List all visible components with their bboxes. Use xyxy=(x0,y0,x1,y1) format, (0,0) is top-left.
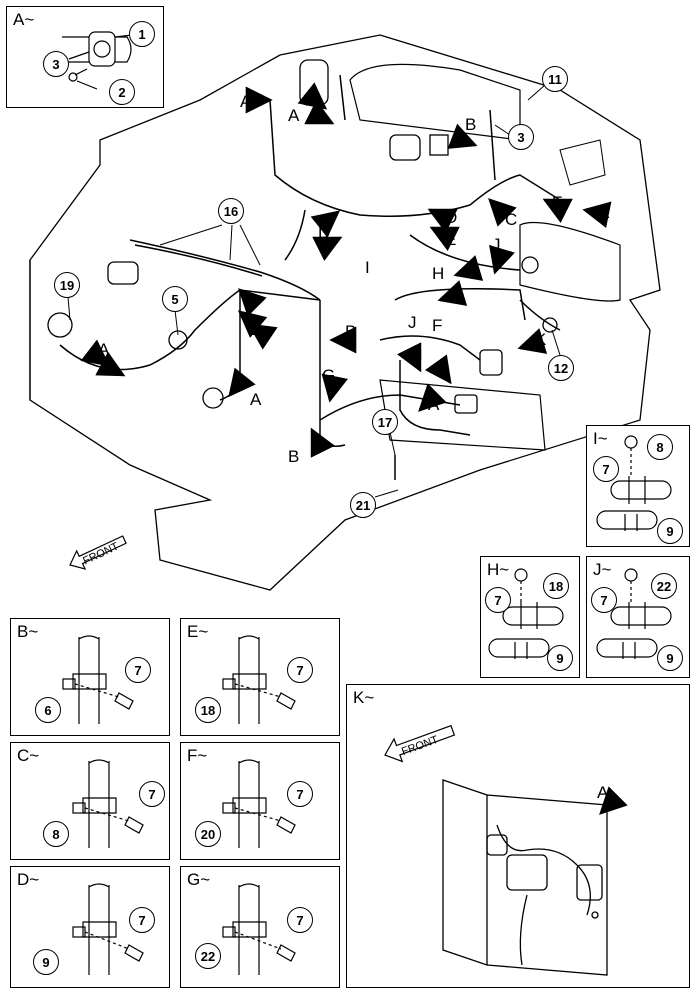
label-i: I xyxy=(418,345,423,364)
inset-e: E~ 18 7 xyxy=(180,618,340,736)
inset-d-callout-7: 7 xyxy=(129,907,155,933)
label-b: B xyxy=(288,447,300,466)
inset-h-title: H~ xyxy=(487,560,510,579)
label-a: A xyxy=(428,395,440,414)
callout-16: 16 xyxy=(218,198,244,224)
label-j: J xyxy=(408,313,417,332)
inset-i-callout-9: 9 xyxy=(657,518,683,544)
inset-a-callout-3: 3 xyxy=(43,51,69,77)
label-b: B xyxy=(248,320,260,339)
callout-5: 5 xyxy=(162,286,188,312)
label-a: A xyxy=(288,106,300,125)
inset-k-title: K~ xyxy=(353,688,375,707)
inset-g-title: G~ xyxy=(187,870,211,889)
inset-i-callout-7: 7 xyxy=(593,456,619,482)
inset-c-title: C~ xyxy=(17,746,40,765)
label-a: A xyxy=(240,92,252,111)
callout-17: 17 xyxy=(372,409,398,435)
inset-b-callout-6: 6 xyxy=(35,697,61,723)
label-d: D xyxy=(445,208,458,227)
label-g: G xyxy=(322,366,336,385)
inset-a-callout-1: 1 xyxy=(129,21,155,47)
callout-12: 12 xyxy=(548,355,574,381)
inset-e-callout-18: 18 xyxy=(195,697,221,723)
inset-f: F~ 20 7 xyxy=(180,742,340,860)
label-e: E xyxy=(445,230,457,249)
inset-g-callout-7: 7 xyxy=(287,907,313,933)
inset-j-callout-9: 9 xyxy=(657,645,683,671)
inset-k: K~ FRONT A xyxy=(346,684,690,988)
inset-f-title: F~ xyxy=(187,746,208,765)
label-i: I xyxy=(365,258,370,277)
inset-c: C~ 8 7 xyxy=(10,742,170,860)
inset-f-callout-7: 7 xyxy=(287,781,313,807)
label-f: F xyxy=(552,193,563,212)
inset-d-callout-9: 9 xyxy=(33,949,59,975)
inset-k-label-a: A xyxy=(597,783,609,802)
inset-h: H~ 7 18 9 xyxy=(480,556,580,678)
label-a: A xyxy=(250,390,262,409)
label-h: H xyxy=(432,264,445,283)
label-a: A xyxy=(98,340,110,359)
inset-j: J~ 7 22 9 xyxy=(586,556,690,678)
label-d: D xyxy=(318,223,331,242)
inset-b: B~ 6 7 xyxy=(10,618,170,736)
inset-d: D~ 9 7 xyxy=(10,866,170,988)
label-b: B xyxy=(465,115,477,134)
label-a: A xyxy=(598,203,610,222)
inset-i-callout-8: 8 xyxy=(647,434,673,460)
callout-19: 19 xyxy=(54,272,80,298)
inset-b-title: B~ xyxy=(17,622,39,641)
inset-c-callout-8: 8 xyxy=(43,821,69,847)
callout-3: 3 xyxy=(508,124,534,150)
inset-e-title: E~ xyxy=(187,622,209,641)
main-harness-drawing xyxy=(29,34,661,591)
label-k: K xyxy=(535,330,547,349)
inset-h-callout-18: 18 xyxy=(543,573,569,599)
inset-h-callout-9: 9 xyxy=(547,645,573,671)
inset-g: G~ 22 7 xyxy=(180,866,340,988)
inset-d-title: D~ xyxy=(17,870,40,889)
inset-i-title: I~ xyxy=(593,429,608,448)
inset-a: A~ 1 3 2 xyxy=(6,6,164,108)
label-c: C xyxy=(505,210,518,229)
inset-j-callout-22: 22 xyxy=(651,573,677,599)
inset-a-title: A~ xyxy=(13,10,35,29)
inset-h-callout-7: 7 xyxy=(485,587,511,613)
inset-b-callout-7: 7 xyxy=(125,657,151,683)
callout-11: 11 xyxy=(542,66,568,92)
inset-c-callout-7: 7 xyxy=(139,781,165,807)
label-f: F xyxy=(432,316,443,335)
inset-j-title: J~ xyxy=(593,560,612,579)
callout-21: 21 xyxy=(350,492,376,518)
inset-j-callout-7: 7 xyxy=(591,587,617,613)
inset-i: I~ 7 8 9 xyxy=(586,425,690,547)
inset-e-callout-7: 7 xyxy=(287,657,313,683)
label-b: B xyxy=(345,322,357,341)
inset-g-callout-22: 22 xyxy=(195,943,221,969)
inset-f-callout-20: 20 xyxy=(195,821,221,847)
label-j: J xyxy=(492,235,501,254)
inset-a-callout-2: 2 xyxy=(109,79,135,105)
